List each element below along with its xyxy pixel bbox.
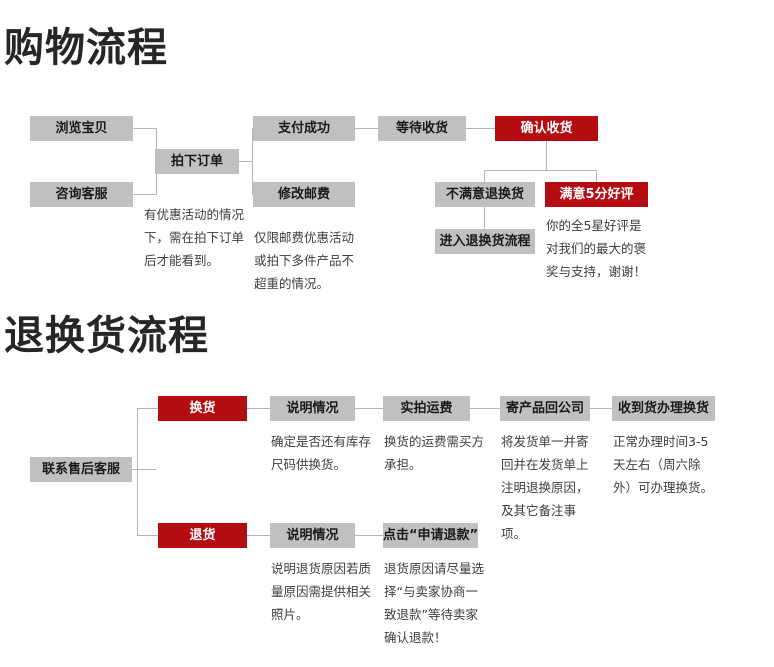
- connector-exchange-to-explain: [247, 408, 270, 409]
- box-exchange-explain-situation[interactable]: 说明情况: [270, 396, 355, 421]
- note-exchange-explain: 确定是否还有库存尺码供换货。: [271, 434, 372, 472]
- section-title-shopping: 购物流程: [4, 25, 168, 71]
- connector-right-bracket-vertical: [252, 128, 253, 194]
- connector-confirm-split-horizontal: [484, 170, 597, 171]
- box-refund-explain-situation[interactable]: 说明情况: [270, 523, 355, 548]
- box-confirm-receipt[interactable]: 确认收货: [495, 116, 598, 141]
- box-refund[interactable]: 退货: [158, 523, 247, 548]
- box-exchange[interactable]: 换货: [158, 396, 247, 421]
- box-dissatisfied-return[interactable]: 不满意退换货: [435, 182, 535, 207]
- note-five-star-review: 你的全5星好评是对我们的最大的褒奖与支持，谢谢！: [546, 218, 647, 279]
- connector-sendback-to-received: [590, 408, 612, 409]
- connector-browse-to-order: [133, 128, 157, 129]
- connector-await-to-confirm: [465, 128, 495, 129]
- note-modify-shipping-fee: 仅限邮费优惠活动或拍下多件产品不超重的情况。: [254, 230, 355, 291]
- connector-refund-to-explain: [247, 535, 270, 536]
- connector-order-to-split: [238, 161, 253, 162]
- connector-to-satisfied: [596, 170, 597, 182]
- box-pay-success[interactable]: 支付成功: [253, 116, 355, 141]
- note-actual-shipping-fee: 换货的运费需买方承担。: [384, 434, 485, 472]
- note-refund-explain: 说明退货原因若质量原因需提供相关照片。: [271, 561, 372, 622]
- box-enter-return-flow[interactable]: 进入退换货流程: [435, 229, 535, 254]
- box-actual-shipping-fee[interactable]: 实拍运费: [383, 396, 470, 421]
- connector-to-dissatisfied: [484, 170, 485, 182]
- box-contact-after-sales-service[interactable]: 联系售后客服: [30, 457, 132, 482]
- box-await-delivery[interactable]: 等待收货: [378, 116, 466, 141]
- connector-bracket-to-exchange: [137, 408, 158, 409]
- connector-service-to-bracket: [132, 469, 156, 470]
- box-send-product-back[interactable]: 寄产品回公司: [500, 396, 590, 421]
- connector-pay-to-await: [355, 128, 378, 129]
- connector-explain-to-shipping: [355, 408, 383, 409]
- connector-consult-to-order: [133, 194, 157, 195]
- box-browse-item[interactable]: 浏览宝贝: [30, 116, 133, 141]
- note-received-process-exchange: 正常办理时间3-5天左右（周六除外）可办理换货。: [613, 434, 714, 495]
- note-send-product-back: 将发货单一并寄回并在发货单上注明退换原因，及其它备注事项。: [501, 434, 589, 541]
- connector-service-bracket-vertical: [137, 408, 138, 535]
- box-received-process-exchange[interactable]: 收到货办理换货: [612, 396, 715, 421]
- box-modify-shipping-fee[interactable]: 修改邮费: [253, 182, 355, 207]
- connector-confirm-down: [546, 141, 547, 170]
- note-click-apply-refund: 退货原因请尽量选择“与卖家协商一致退款”等待卖家确认退款！: [384, 561, 485, 645]
- connector-dissatisfied-to-flow: [484, 206, 485, 229]
- box-click-apply-refund[interactable]: 点击“申请退款”: [383, 523, 478, 548]
- box-satisfied-five-star-review[interactable]: 满意5分好评: [545, 182, 648, 207]
- box-consult-service[interactable]: 咨询客服: [30, 182, 133, 207]
- note-place-order: 有优惠活动的情况下，需在拍下订单后才能看到。: [144, 207, 245, 268]
- connector-bracket-to-refund: [137, 535, 158, 536]
- section-title-return: 退换货流程: [4, 313, 209, 359]
- box-place-order[interactable]: 拍下订单: [155, 149, 239, 174]
- connector-refund-explain-to-apply: [355, 535, 383, 536]
- connector-shipping-to-sendback: [470, 408, 500, 409]
